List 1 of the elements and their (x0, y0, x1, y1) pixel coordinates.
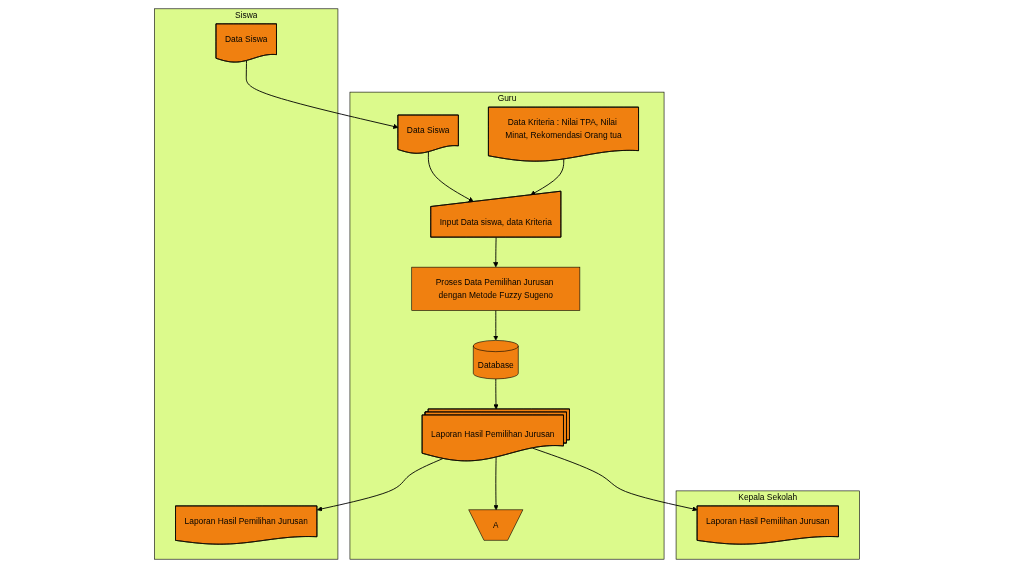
node-box: Proses Data Pemilihan Jurusan dengan Metode Fuzzy Sugeno (411, 266, 581, 311)
